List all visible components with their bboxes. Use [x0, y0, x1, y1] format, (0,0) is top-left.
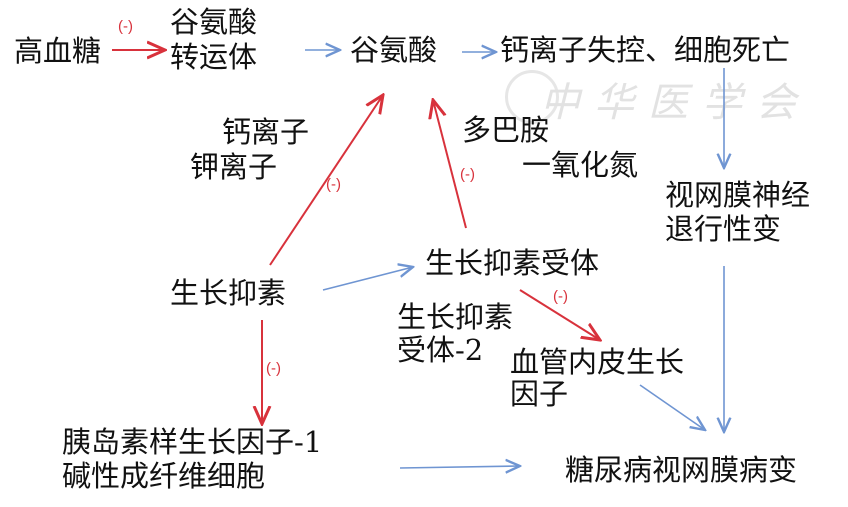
inhibit-label: (-) [553, 288, 568, 305]
node-vegf-1: 血管内皮生长 [510, 345, 685, 379]
inhibit-label: (-) [118, 18, 133, 35]
arrow-igf-dr [399, 466, 520, 468]
node-dopamine: 多巴胺 [462, 113, 550, 147]
inhibit-label: (-) [326, 176, 341, 193]
node-glutamate: 谷氨酸 [350, 33, 438, 67]
node-somatostatin: 生长抑素 [170, 276, 287, 310]
node-vegf-2: 因子 [510, 377, 569, 411]
node-ions-2: 钾离子 [190, 150, 278, 184]
node-ions-1: 钙离子 [222, 115, 310, 149]
inhibit-label: (-) [460, 166, 475, 183]
watermark: 中华医学会 [540, 80, 810, 126]
arrow-receptor-vegf [519, 289, 600, 340]
node-glu-transporter-1: 谷氨酸 [170, 5, 258, 39]
node-neuro-degen-1: 视网膜神经 [665, 178, 811, 212]
arrow-sst-receptor [322, 267, 413, 291]
node-dr: 糖尿病视网膜病变 [565, 453, 798, 487]
arrow-vegf-dr [639, 384, 705, 430]
inhibit-label: (-) [266, 360, 281, 377]
node-hyperglycemia: 高血糖 [14, 34, 102, 68]
arrow-sst-glutamate [269, 95, 383, 266]
node-igf-1: 胰岛素样生长因子-1 [62, 425, 323, 459]
node-calcium-loss: 钙离子失控、细胞死亡 [500, 33, 791, 67]
node-glu-transporter-2: 转运体 [170, 40, 258, 74]
node-no: 一氧化氮 [522, 148, 639, 182]
node-sst-receptor: 生长抑素受体 [425, 246, 600, 280]
node-neuro-degen-2: 退行性变 [665, 212, 782, 246]
node-igf-2: 碱性成纤维细胞 [62, 459, 266, 493]
watermark-seal-icon [505, 70, 559, 124]
arrow-receptor-glutamate [433, 100, 467, 229]
node-sst-receptor2-2: 受体-2 [397, 333, 484, 367]
node-sst-receptor2-1: 生长抑素 [397, 300, 514, 334]
